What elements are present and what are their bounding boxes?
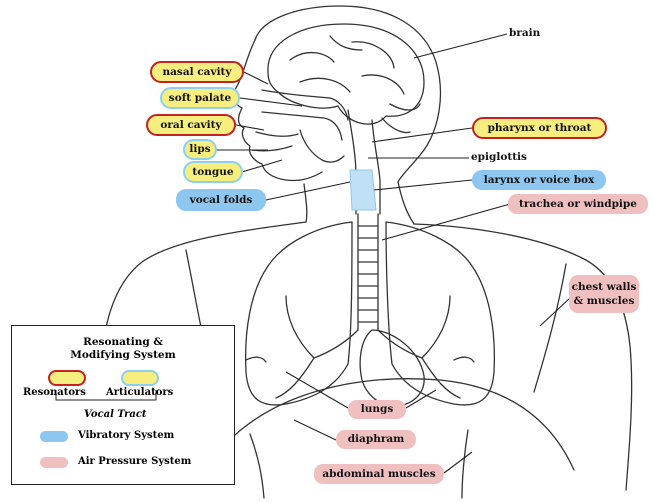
left-lung xyxy=(246,222,352,405)
label-chest-walls-line1: chest walls xyxy=(572,282,637,293)
trachea xyxy=(358,214,378,330)
label-trachea: trachea or windpipe xyxy=(508,194,648,214)
label-lungs: lungs xyxy=(348,400,406,419)
legend-vibratory-swatch xyxy=(40,431,68,442)
label-abdominal: abdominal muscles xyxy=(314,464,444,484)
label-epiglottis: epiglottis xyxy=(471,152,527,163)
head-outline xyxy=(255,6,440,182)
legend-articulator-swatch xyxy=(121,370,159,386)
label-tongue: tongue xyxy=(183,161,243,183)
legend-vocal-tract-label: Vocal Tract xyxy=(84,410,147,420)
right-lung xyxy=(386,222,494,405)
legend-title-line1: Resonating & xyxy=(12,336,234,349)
face-profile xyxy=(234,40,322,181)
diaphragm-line xyxy=(206,379,574,470)
legend-air-pressure-label: Air Pressure System xyxy=(78,457,191,467)
label-soft-palate: soft palate xyxy=(160,87,240,109)
label-pharynx: pharynx or throat xyxy=(472,117,607,139)
label-chest-walls-line2: & muscles xyxy=(574,296,635,307)
label-larynx: larynx or voice box xyxy=(472,170,606,190)
label-nasal-cavity: nasal cavity xyxy=(150,61,244,83)
legend-articulators-label: Articulators xyxy=(106,388,173,398)
label-diaphram: diaphram xyxy=(336,430,416,449)
larynx-highlight xyxy=(350,170,376,210)
label-brain: brain xyxy=(509,28,540,39)
legend-vibratory-label: Vibratory System xyxy=(78,431,174,441)
legend-resonators-label: Resonators xyxy=(23,388,86,398)
label-vocal-folds: vocal folds xyxy=(176,189,266,211)
label-lips: lips xyxy=(183,139,217,160)
legend-box: Resonating & Modifying System Resonators… xyxy=(11,325,235,485)
legend-resonator-swatch xyxy=(48,370,86,386)
label-chest-walls: chest walls & muscles xyxy=(569,275,639,313)
label-oral-cavity: oral cavity xyxy=(146,114,236,136)
legend-title-line2: Modifying System xyxy=(12,349,234,362)
legend-air-pressure-swatch xyxy=(40,457,68,468)
